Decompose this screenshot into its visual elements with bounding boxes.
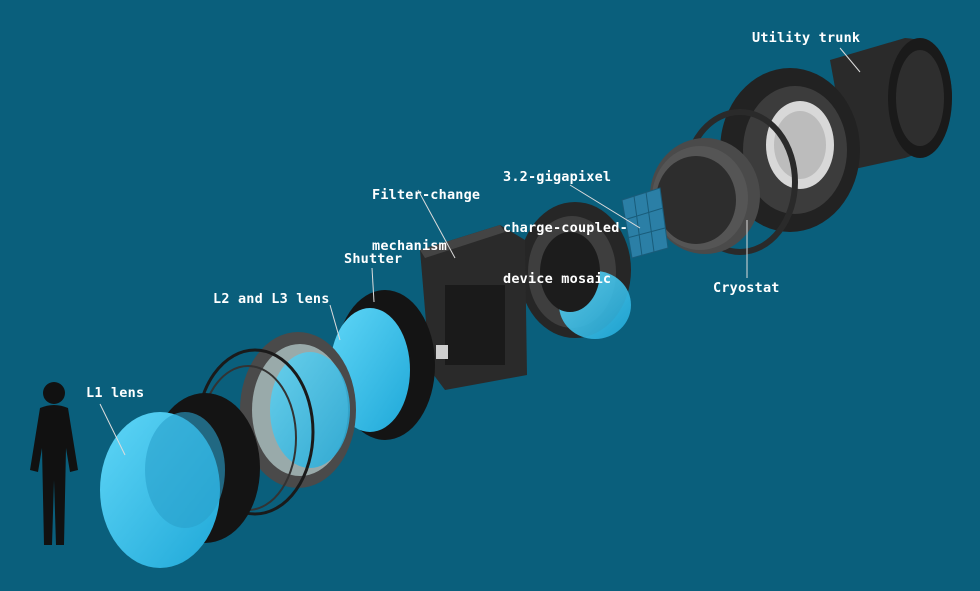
human-silhouette — [30, 382, 78, 545]
label-ccd-mosaic: 3.2-gigapixel charge-coupled- device mos… — [503, 135, 628, 305]
label-utility-trunk: Utility trunk — [752, 30, 861, 46]
label-filter-line2: mechanism — [372, 238, 447, 254]
cryostat — [650, 109, 798, 255]
leader-shutter — [371, 267, 375, 303]
leader-ccd — [569, 184, 641, 229]
label-l1-lens: L1 lens — [86, 385, 145, 401]
leader-utility-trunk — [839, 47, 861, 73]
leader-l1 — [99, 403, 126, 456]
label-ccd-line1: 3.2-gigapixel — [503, 169, 612, 185]
leader-filter — [417, 189, 456, 259]
label-ccd-line2: charge-coupled- — [503, 220, 628, 236]
label-ccd-line3: device mosaic — [503, 271, 612, 287]
label-shutter: Shutter — [344, 251, 403, 267]
l1-lens — [100, 393, 260, 568]
ccd-mosaic — [621, 187, 669, 259]
label-filter-line1: Filter-change — [372, 187, 481, 203]
label-l2-l3-lens: L2 and L3 lens — [213, 291, 330, 307]
leader-l2-l3 — [329, 304, 341, 341]
filter-ring — [519, 202, 631, 339]
leader-lines — [99, 47, 861, 456]
utility-trunk — [830, 38, 952, 170]
filter-change-mechanism — [420, 225, 527, 390]
label-filter-change-mechanism: Filter-change mechanism — [372, 153, 480, 272]
label-cryostat: Cryostat — [713, 280, 780, 296]
